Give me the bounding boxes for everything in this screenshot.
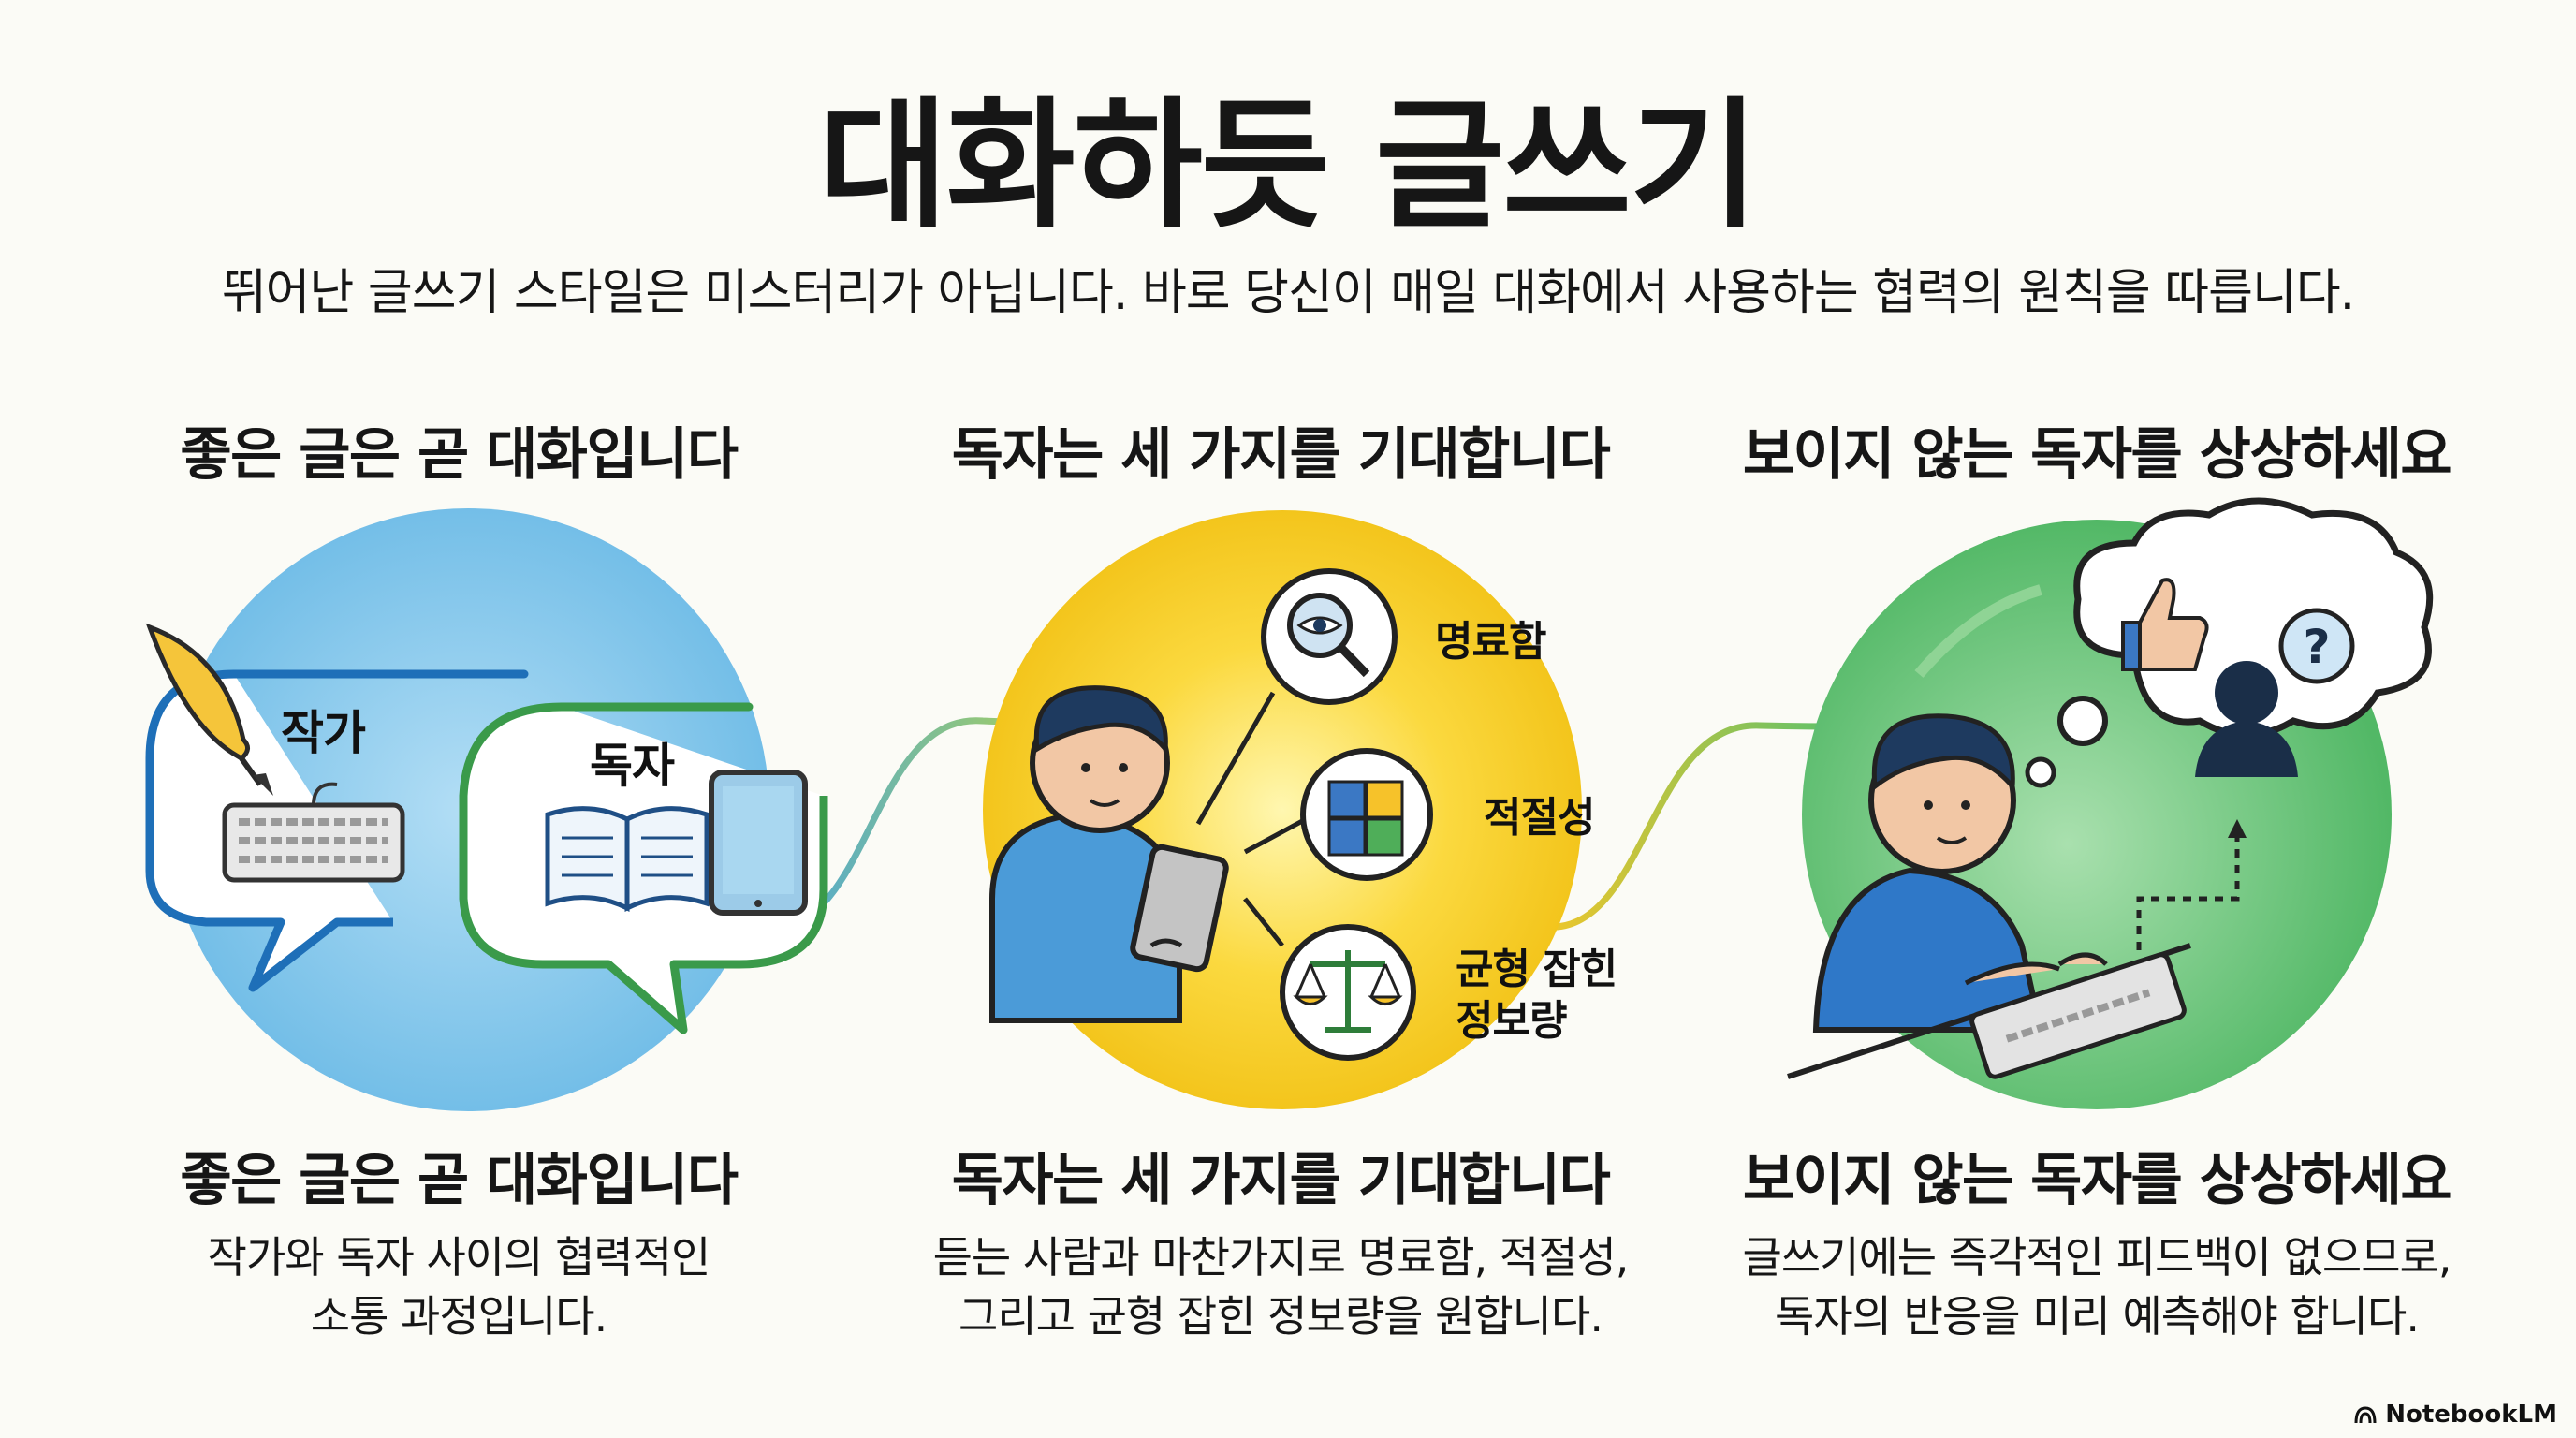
relevance-label: 적절성 bbox=[1484, 794, 1594, 842]
keyboard-icon bbox=[222, 782, 405, 883]
column-2-subheading: 독자는 세 가지를 기대합니다 bbox=[951, 1148, 1611, 1213]
person-with-tablet bbox=[989, 685, 1229, 1023]
eye-magnifier-icon bbox=[1261, 568, 1398, 705]
column-3-subheading: 보이지 않는 독자를 상상하세요 bbox=[1742, 1148, 2452, 1213]
brand-name: NotebookLM bbox=[2385, 1401, 2557, 1429]
person-silhouette-icon bbox=[2195, 661, 2298, 777]
question-mark: ? bbox=[2303, 620, 2330, 674]
thumbs-up-icon bbox=[2121, 578, 2209, 671]
reader-label: 독자 bbox=[590, 739, 675, 793]
balance-scale-icon bbox=[1280, 924, 1416, 1061]
column-1-description-line: 작가와 독자 사이의 협력적인 bbox=[207, 1232, 711, 1283]
imagine-reader-illustration: ? bbox=[1787, 497, 2434, 1109]
notebooklm-logo-icon bbox=[2354, 1406, 2377, 1424]
column-3-heading: 보이지 않는 독자를 상상하세요 bbox=[1742, 422, 2452, 488]
column-1-heading: 좋은 글은 곧 대화입니다 bbox=[180, 422, 739, 488]
column-1-subheading: 좋은 글은 곧 대화입니다 bbox=[180, 1148, 739, 1213]
column-3-description-line: 독자의 반응을 미리 예측해야 합니다. bbox=[1775, 1291, 2420, 1343]
column-3-description-line: 글쓰기에는 즉각적인 피드백이 없으므로, bbox=[1742, 1232, 2452, 1283]
column-3-description: 글쓰기에는 즉각적인 피드백이 없으므로, 독자의 반응을 미리 예측해야 합니… bbox=[1676, 1228, 2518, 1347]
column-2-description: 듣는 사람과 마찬가지로 명료함, 적절성, 그리고 균형 잡힌 정보량을 원합… bbox=[859, 1228, 1702, 1347]
balance-label-line2: 정보량 bbox=[1456, 997, 1567, 1045]
person-typing bbox=[1787, 713, 2191, 1079]
question-mark-icon: ? bbox=[2278, 608, 2355, 684]
column-2-heading: 독자는 세 가지를 기대합니다 bbox=[951, 422, 1611, 488]
writer-label: 작가 bbox=[281, 706, 366, 760]
column-2-description-line: 그리고 균형 잡힌 정보량을 원합니다. bbox=[959, 1291, 1603, 1343]
connector-line-2 bbox=[1544, 722, 1836, 931]
column-2-description-line: 듣는 사람과 마찬가지로 명료함, 적절성, bbox=[932, 1232, 1630, 1283]
tablet-icon bbox=[709, 770, 808, 916]
conversation-illustration: 작가 독자 bbox=[145, 508, 828, 1111]
page-subtitle: 뛰어난 글쓰기 스타일은 미스터리가 아닙니다. 바로 당신이 매일 대화에서 … bbox=[221, 265, 2355, 321]
balance-label-line1: 균형 잡힌 bbox=[1456, 946, 1617, 993]
column-1-description: 작가와 독자 사이의 협력적인 소통 과정입니다. bbox=[37, 1228, 880, 1347]
open-book-icon bbox=[545, 806, 710, 913]
page-title: 대화하듯 글쓰기 bbox=[818, 85, 1759, 248]
column-1-description-line: 소통 과정입니다. bbox=[310, 1291, 607, 1343]
clarity-label: 명료함 bbox=[1435, 618, 1546, 666]
reader-expectations-illustration: 명료함 적절성 균형 잡힌 정보량 bbox=[983, 510, 1617, 1109]
quill-pen-icon bbox=[145, 623, 273, 796]
brand-watermark: NotebookLM bbox=[2353, 1401, 2557, 1429]
puzzle-icon bbox=[1300, 748, 1433, 881]
